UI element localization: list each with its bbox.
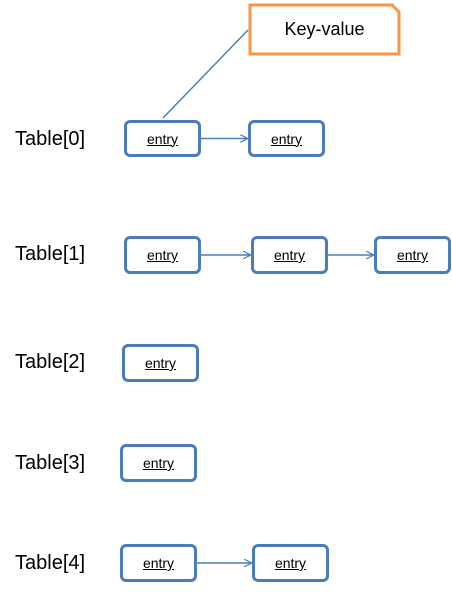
table-slot-label: Table[1] [15, 243, 86, 265]
entry-node: entry [124, 120, 201, 157]
table-slot-label: Table[3] [15, 452, 86, 474]
entry-node: entry [252, 544, 329, 582]
entry-node: entry [248, 120, 325, 157]
entry-node: entry [374, 236, 451, 274]
entry-node: entry [251, 236, 328, 274]
table-slot-label: Table[2] [15, 351, 86, 373]
table-slot-label: Table[4] [15, 552, 86, 574]
entry-node: entry [124, 236, 201, 274]
entry-node: entry [120, 544, 197, 582]
entry-node: entry [122, 344, 199, 382]
callout-label: Key-value [284, 19, 365, 39]
entry-node: entry [120, 444, 197, 482]
table-slot-label: Table[0] [15, 128, 86, 150]
callout-pointer-line [162, 29, 249, 119]
callout-shape [248, 3, 401, 56]
key-value-callout: Key-value [248, 3, 401, 56]
arrow-layer [197, 139, 373, 564]
